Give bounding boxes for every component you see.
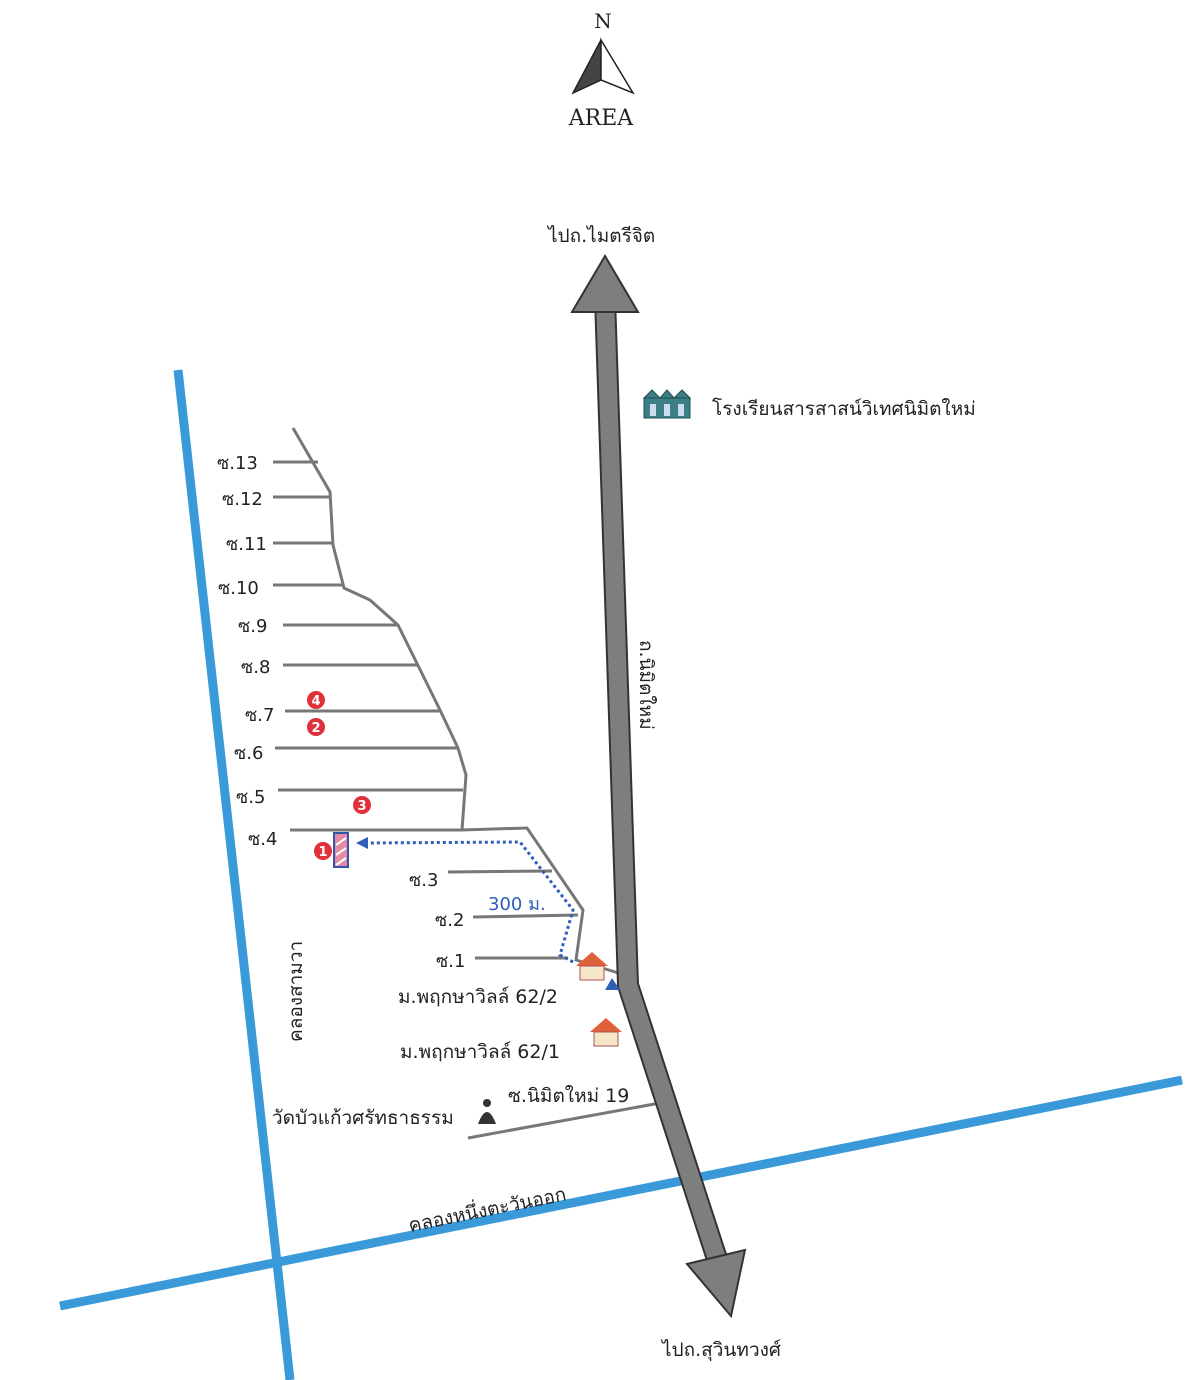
marker-2[interactable]: 2 <box>307 718 325 736</box>
school-icon <box>642 389 692 419</box>
svg-text:1: 1 <box>318 845 327 860</box>
soi-labels: ซ.13 ซ.12 ซ.11 ซ.10 ซ.9 ซ.8 ซ.7 ซ.6 ซ.5 … <box>217 453 465 972</box>
distance-label: 300 ม. <box>488 894 546 915</box>
marker-3[interactable]: 3 <box>353 796 371 814</box>
soi-label: ซ.13 <box>217 453 258 474</box>
soi-label: ซ.6 <box>234 743 263 764</box>
direction-south-label: ไปถ.สุวินทวงศ์ <box>660 1339 781 1362</box>
temple-label: วัดบัวแก้วศรัทธาธรรม <box>272 1107 454 1129</box>
route-arrow-icon <box>356 837 368 849</box>
soi-label: ซ.11 <box>226 534 267 555</box>
soi-label: ซ.12 <box>222 489 263 510</box>
soi-label: ซ.3 <box>409 870 438 891</box>
temple-soi-label: ซ.นิมิตใหม่ 19 <box>508 1085 629 1107</box>
school-label: โรงเรียนสารสาสน์วิเทศนิมิตใหม่ <box>712 397 976 420</box>
direction-north-label: ไปถ.ไมตรีจิต <box>546 225 655 247</box>
soi-label: ซ.7 <box>245 705 274 726</box>
soi-label: ซ.10 <box>218 578 259 599</box>
soi-network <box>273 427 661 1140</box>
destination-building-icon <box>333 832 349 868</box>
walking-route <box>364 840 575 964</box>
canal-horizontal <box>59 1075 1183 1311</box>
main-road-label: ถ.นิมิตใหม่ <box>635 640 657 730</box>
svg-text:3: 3 <box>357 799 366 814</box>
canal-vertical <box>173 369 295 1380</box>
village-62-1-label: ม.พฤกษาวิลล์ 62/1 <box>400 1041 560 1063</box>
soi-label: ซ.8 <box>241 657 270 678</box>
house-icon <box>590 1018 622 1047</box>
canal-vertical-label: คลองสามวา <box>285 941 307 1042</box>
marker-4[interactable]: 4 <box>307 691 325 709</box>
arrow-north-icon <box>570 254 640 313</box>
village-62-2-label: ม.พฤกษาวิลล์ 62/2 <box>398 986 558 1008</box>
compass-area-label: AREA <box>568 106 635 131</box>
canal-horizontal-label: คลองหนึ่งตะวันออก <box>406 1180 568 1236</box>
svg-text:4: 4 <box>311 694 320 709</box>
marker-1[interactable]: 1 <box>314 842 332 860</box>
north-arrow-icon <box>571 37 635 95</box>
soi-label: ซ.5 <box>236 787 265 808</box>
arrow-south-icon <box>685 1248 747 1319</box>
soi-label: ซ.1 <box>436 951 465 972</box>
soi-label: ซ.2 <box>435 910 464 931</box>
start-point-icon <box>605 978 620 990</box>
soi-label: ซ.4 <box>248 829 277 850</box>
main-road <box>570 254 747 1319</box>
house-icon <box>576 952 608 981</box>
compass-north-label: N <box>594 9 612 33</box>
soi-label: ซ.9 <box>238 616 267 637</box>
svg-text:2: 2 <box>311 721 320 736</box>
buddha-icon <box>478 1099 496 1124</box>
